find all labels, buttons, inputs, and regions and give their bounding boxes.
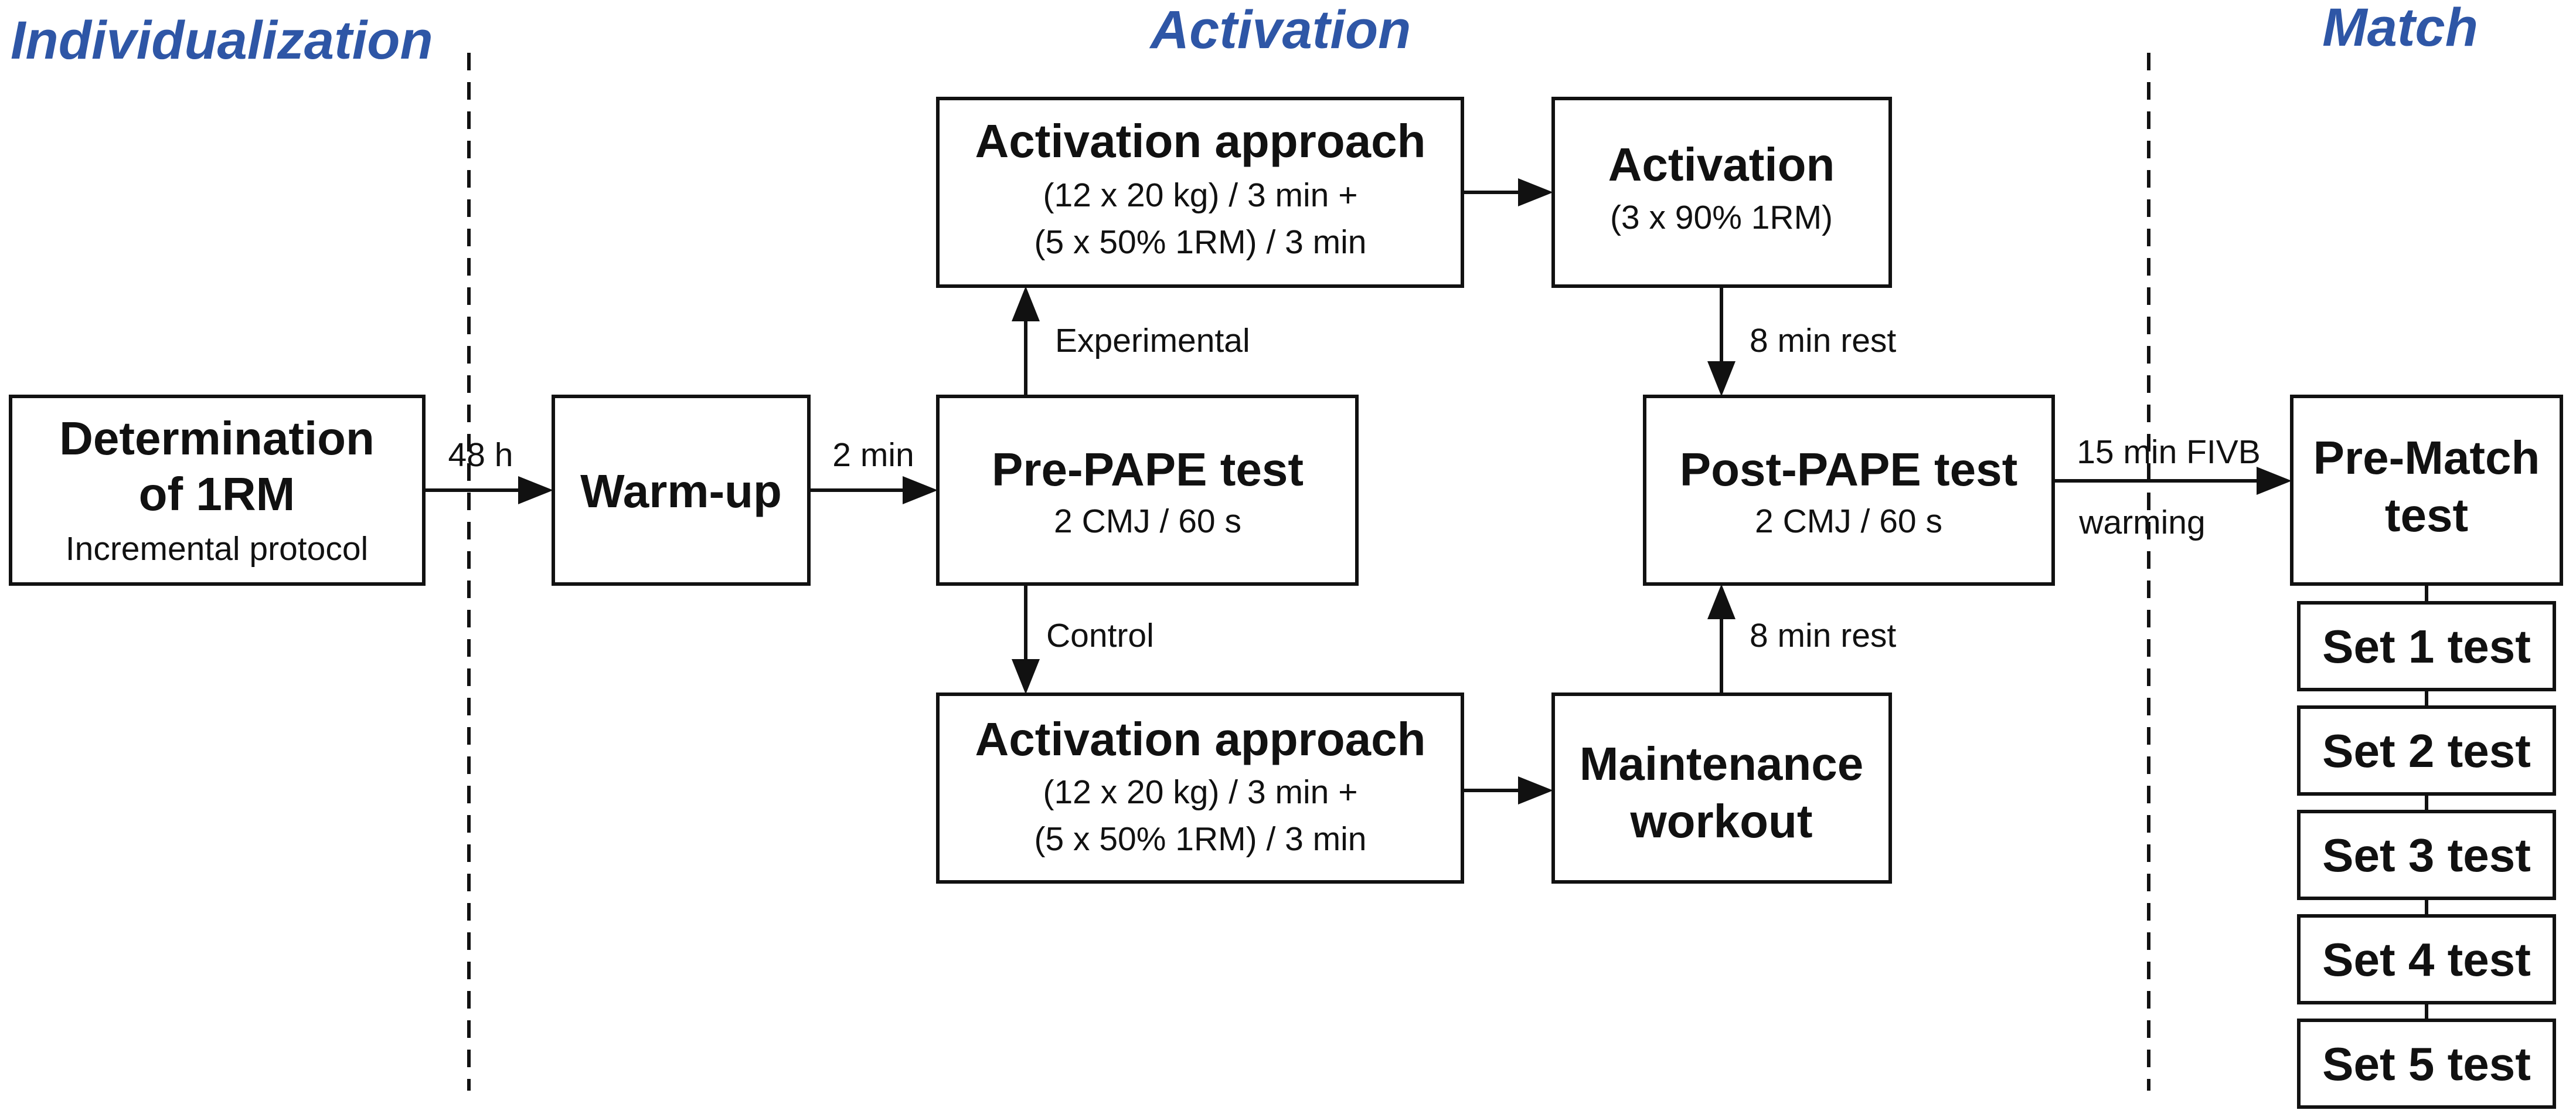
set-3-label: Set 3 test: [2322, 829, 2531, 881]
label-rest-bottom: 8 min rest: [1750, 617, 1896, 654]
arrow-det-to-warmup: [424, 476, 553, 504]
set-4-label: Set 4 test: [2322, 934, 2531, 986]
set-5-label: Set 5 test: [2322, 1038, 2531, 1090]
post-pape-subtitle: 2 CMJ / 60 s: [1755, 503, 1942, 540]
maintenance-title-1: Maintenance: [1580, 738, 1864, 790]
approach-exp-line-2: (5 x 50% 1RM) / 3 min: [1035, 223, 1367, 261]
determination-subtitle: Incremental protocol: [66, 530, 368, 568]
box-set-2: Set 2 test: [2297, 705, 2556, 796]
approach-ctrl-line-2: (5 x 50% 1RM) / 3 min: [1035, 820, 1367, 858]
phase-match: Match: [2322, 0, 2478, 57]
pre-match-title-2: test: [2385, 489, 2468, 541]
approach-exp-line-1: (12 x 20 kg) / 3 min +: [1043, 176, 1358, 214]
box-set-4: Set 4 test: [2297, 914, 2556, 1004]
box-pre-pape: Pre-PAPE test 2 CMJ / 60 s: [936, 395, 1359, 586]
activation-title: Activation: [1608, 138, 1835, 191]
arrow-post-to-prematch: [2053, 467, 2292, 495]
label-fivb-1: 15 min FIVB: [2077, 433, 2261, 471]
arrow-maintenance-to-post: [1707, 584, 1736, 694]
arrow-pre-to-control: [1012, 584, 1040, 694]
set-1-label: Set 1 test: [2322, 620, 2531, 673]
pre-pape-subtitle: 2 CMJ / 60 s: [1054, 503, 1241, 540]
arrow-approach-to-maintenance: [1462, 776, 1553, 805]
box-set-5: Set 5 test: [2297, 1019, 2556, 1109]
box-warmup: Warm-up: [552, 395, 811, 586]
box-approach-control: Activation approach (12 x 20 kg) / 3 min…: [936, 693, 1464, 884]
set-2-label: Set 2 test: [2322, 725, 2531, 777]
box-set-3: Set 3 test: [2297, 810, 2556, 900]
box-pre-match: Pre-Match test: [2290, 395, 2563, 586]
approach-ctrl-line-1: (12 x 20 kg) / 3 min +: [1043, 773, 1358, 811]
phase-activation: Activation: [1149, 0, 1411, 60]
arrow-warmup-to-pre: [809, 476, 938, 504]
box-maintenance: Maintenance workout: [1551, 693, 1892, 884]
arrow-activation-to-post: [1707, 286, 1736, 396]
label-rest-top: 8 min rest: [1750, 322, 1896, 359]
box-activation: Activation (3 x 90% 1RM): [1551, 97, 1892, 288]
label-2min: 2 min: [832, 436, 914, 474]
pre-pape-title: Pre-PAPE test: [992, 443, 1304, 495]
phase-individualization: Individualization: [11, 11, 433, 70]
warmup-title: Warm-up: [580, 465, 782, 517]
label-fivb-2: warming: [2078, 504, 2205, 541]
approach-exp-title: Activation approach: [975, 115, 1425, 167]
arrow-approach-to-activation: [1462, 178, 1553, 206]
approach-ctrl-title: Activation approach: [975, 713, 1425, 765]
determination-title-1: Determination: [59, 412, 375, 464]
label-48h: 48 h: [448, 436, 513, 474]
box-determination: Determination of 1RM Incremental protoco…: [9, 395, 426, 586]
pre-match-title-1: Pre-Match: [2313, 432, 2540, 484]
arrow-pre-to-experimental: [1012, 286, 1040, 396]
post-pape-title: Post-PAPE test: [1680, 443, 2017, 495]
label-experimental: Experimental: [1055, 322, 1250, 359]
box-set-1: Set 1 test: [2297, 601, 2556, 691]
determination-title-2: of 1RM: [139, 468, 295, 520]
box-post-pape: Post-PAPE test 2 CMJ / 60 s: [1643, 395, 2055, 586]
label-control: Control: [1046, 617, 1154, 654]
maintenance-title-2: workout: [1629, 795, 1812, 847]
box-approach-experimental: Activation approach (12 x 20 kg) / 3 min…: [936, 97, 1464, 288]
activation-subtitle: (3 x 90% 1RM): [1610, 199, 1833, 236]
